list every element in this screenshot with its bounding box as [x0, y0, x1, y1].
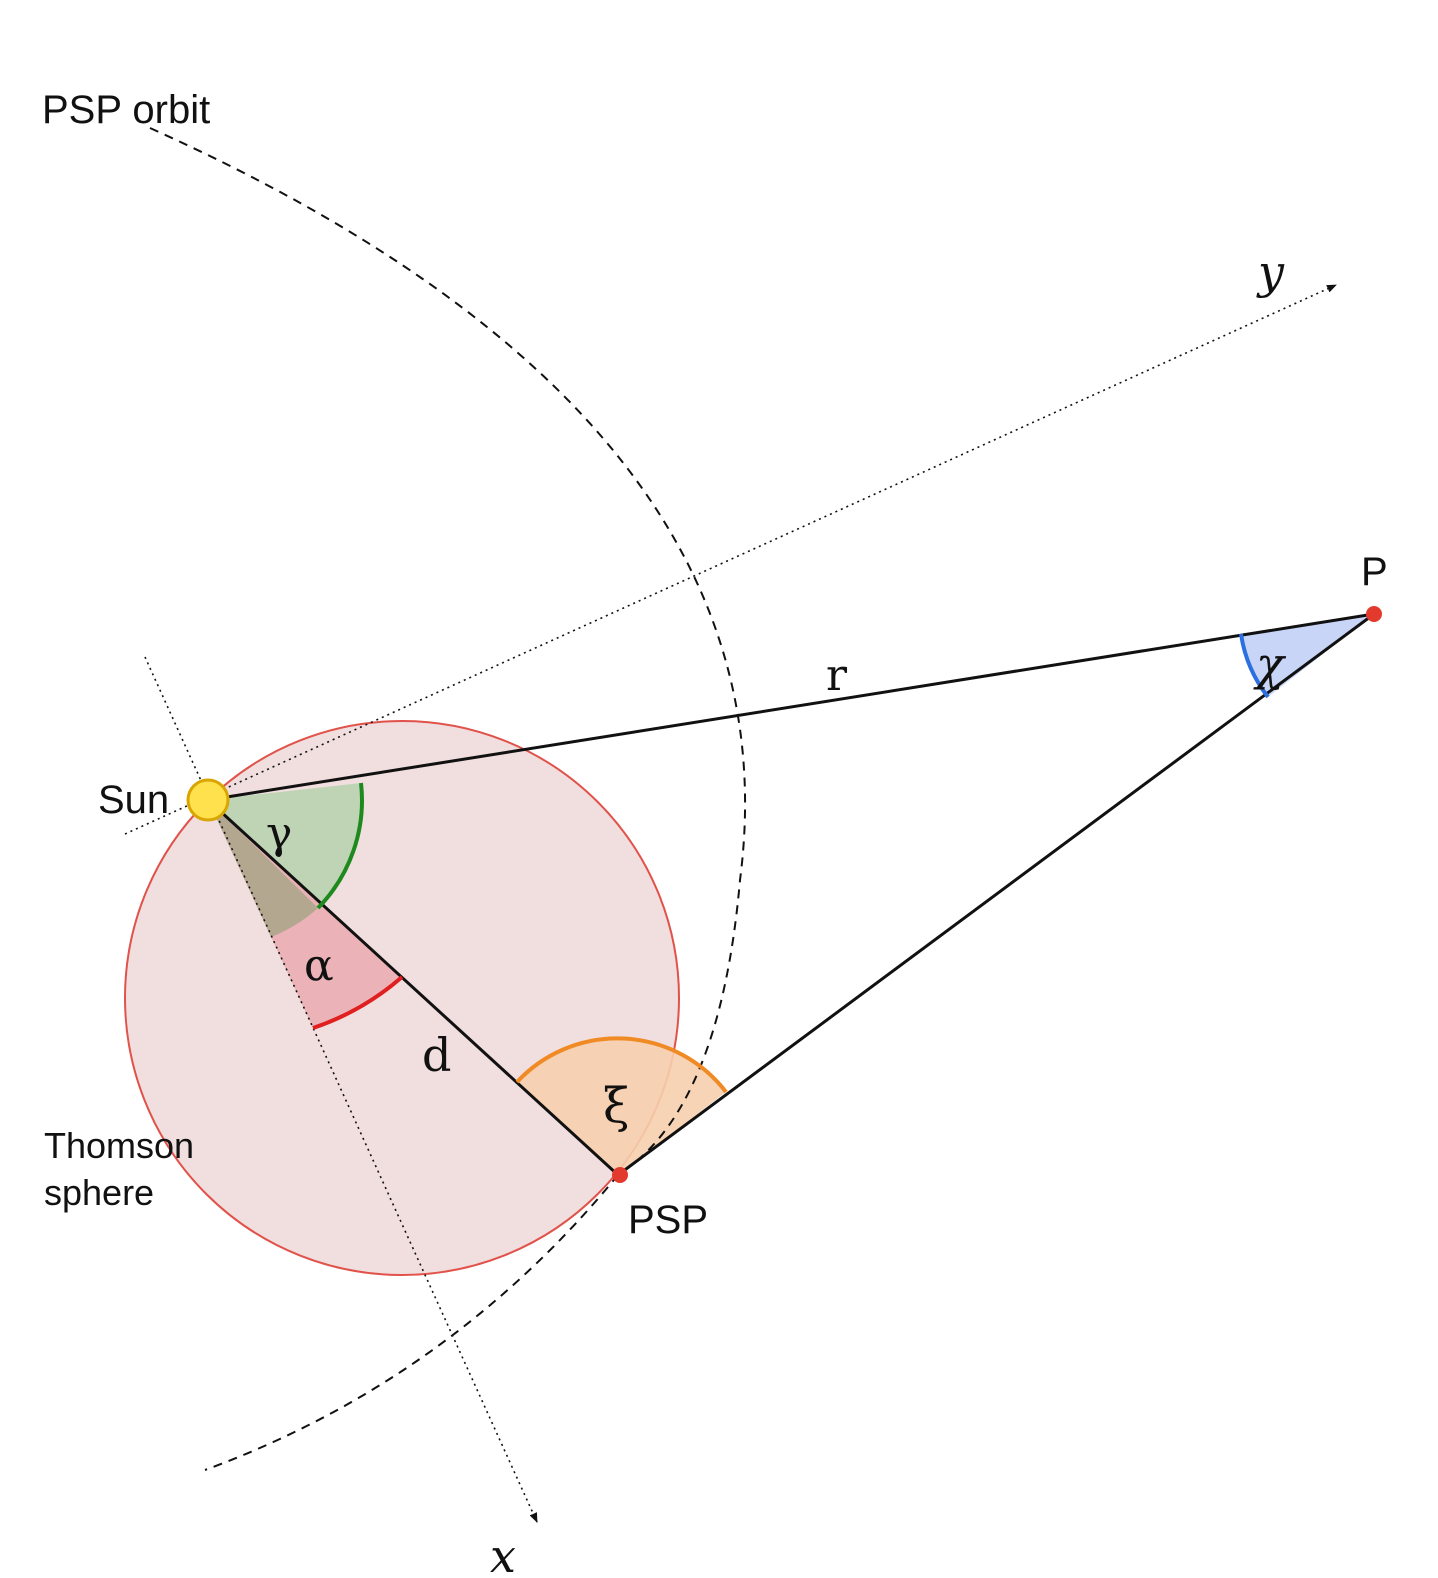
gamma-wedge	[208, 783, 362, 908]
overlap-wedge	[208, 800, 318, 937]
chi-wedge	[1241, 614, 1374, 697]
line-r	[207, 612, 1375, 802]
x-axis	[144, 656, 538, 1523]
psp-orbit-label: PSP orbit	[42, 88, 210, 132]
thomson-sphere-label-line1: Thomson	[44, 1125, 194, 1166]
alpha-label: α	[304, 940, 334, 991]
d-label: d	[422, 1028, 451, 1082]
p-point	[1366, 606, 1382, 622]
chi-arc	[1239, 633, 1270, 699]
line-psp-p	[617, 612, 1375, 1177]
thomson-sphere-label-line2: sphere	[44, 1172, 154, 1213]
xi-arc	[515, 1036, 728, 1094]
gamma-arc	[316, 782, 364, 910]
sun-label: Sun	[98, 778, 169, 822]
x-axis-label: x	[490, 1529, 516, 1578]
gamma-label: γ	[266, 808, 292, 859]
xi-label: ξ	[603, 1078, 629, 1134]
point-p-label: P	[1361, 550, 1388, 594]
xi-wedge	[517, 1038, 726, 1175]
psp-point	[612, 1167, 628, 1183]
sun-marker	[186, 778, 230, 822]
psp-label: PSP	[628, 1198, 708, 1242]
psp-orbit	[149, 127, 747, 1471]
line-d	[206, 798, 620, 1177]
r-label: r	[826, 650, 848, 701]
y-axis	[124, 284, 1337, 835]
alpha-arc	[312, 975, 404, 1030]
y-axis-label: y	[1256, 245, 1285, 299]
chi-label: χ	[1253, 637, 1287, 691]
